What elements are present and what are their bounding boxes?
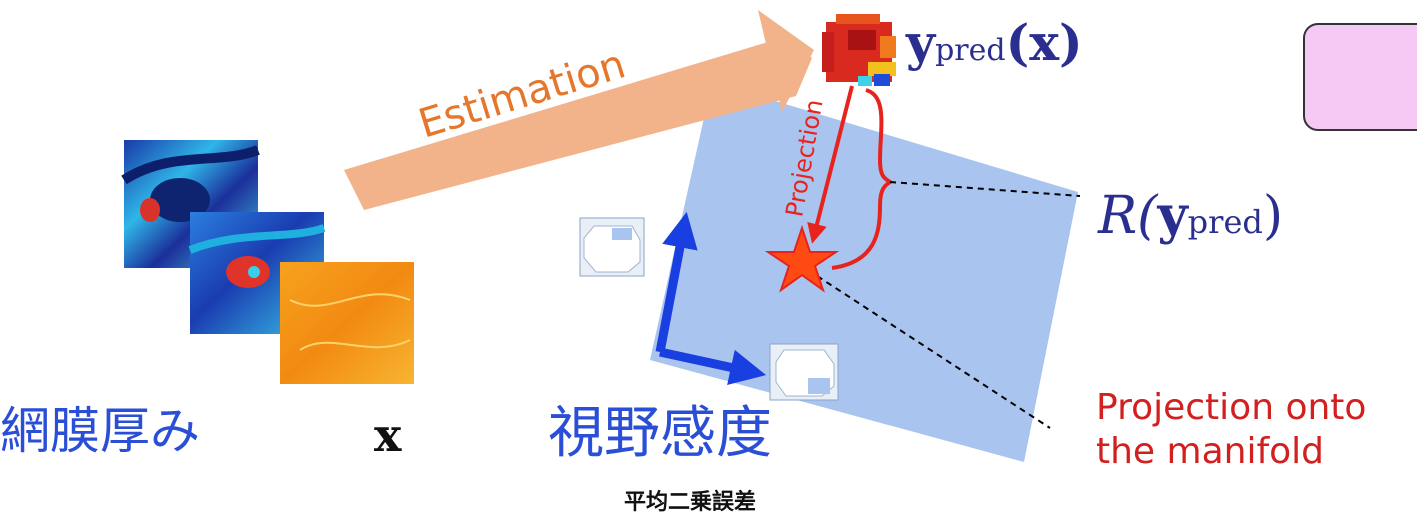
mse-label: 平均二乗誤差 bbox=[624, 490, 757, 515]
residual-prefix: R( bbox=[1098, 186, 1158, 246]
y-pred-subscript: pred bbox=[935, 33, 1006, 68]
basis-arrow-horizontal bbox=[659, 347, 767, 386]
residual-label: R(ypred) bbox=[1098, 190, 1283, 243]
retina-thickness-label: 網膜厚み bbox=[0, 402, 200, 460]
y-pred-label: ypred(x) bbox=[906, 18, 1083, 68]
estimation-arrow-head bbox=[758, 10, 814, 112]
y-pred-symbol: y bbox=[906, 13, 936, 72]
projection-leader-line bbox=[807, 269, 1051, 429]
visual-field-grid-image bbox=[579, 217, 839, 401]
y-pred-argument: (x) bbox=[1005, 13, 1083, 72]
oct-thickness-map-image bbox=[121, 140, 414, 384]
prediction-heatmap-image bbox=[822, 14, 896, 86]
estimation-arrow bbox=[344, 36, 812, 210]
residual-symbol: y bbox=[1157, 185, 1188, 246]
x-symbol-label: x bbox=[374, 408, 402, 462]
residual-brace bbox=[831, 88, 894, 270]
basis-arrow-vertical bbox=[655, 211, 698, 353]
residual-leader-line bbox=[889, 181, 1081, 197]
legend-box bbox=[1303, 23, 1417, 131]
projection-onto-label-line2: the manifold bbox=[1096, 431, 1325, 472]
visual-field-label: 視野感度 bbox=[548, 401, 772, 466]
star-icon bbox=[764, 224, 840, 293]
residual-subscript: pred bbox=[1187, 203, 1263, 241]
residual-suffix: ) bbox=[1262, 186, 1284, 246]
projection-onto-label-line1: Projection onto bbox=[1096, 387, 1367, 428]
projection-arrow bbox=[807, 85, 854, 244]
